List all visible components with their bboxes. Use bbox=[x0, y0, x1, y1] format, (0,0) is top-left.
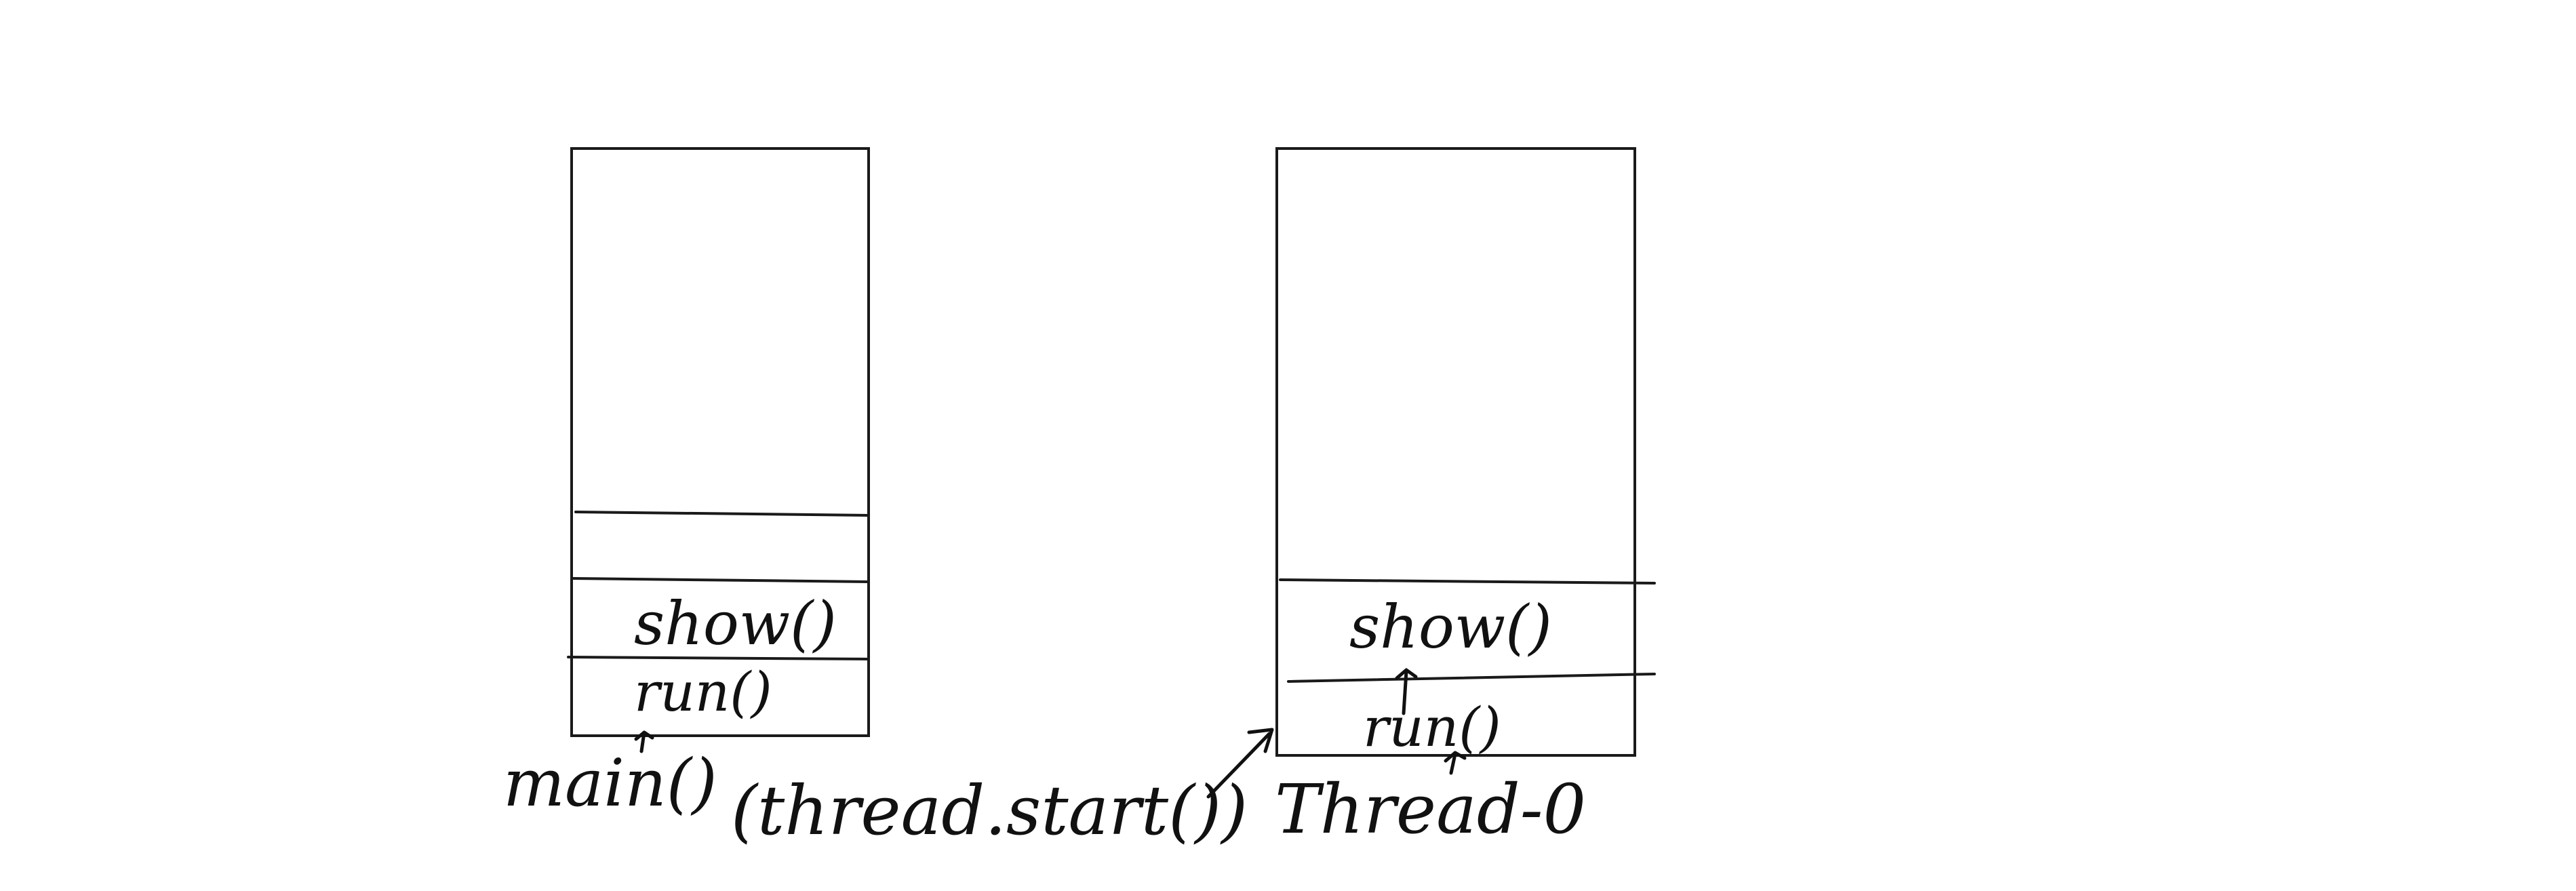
main-pointer-mark bbox=[634, 730, 654, 753]
main-frame-run: run() bbox=[634, 660, 772, 724]
thread0-stack-slot-divider bbox=[1279, 578, 1656, 585]
main-stack-slot-divider bbox=[567, 656, 870, 660]
start-arrow bbox=[1206, 732, 1271, 799]
thread0-stack-slot-divider bbox=[1287, 673, 1656, 683]
main-frame-show: show() bbox=[634, 589, 837, 658]
thread0-frame-run: run() bbox=[1363, 696, 1501, 759]
thread0-stack: show() run() bbox=[1275, 147, 1656, 775]
main-stack-slot-divider bbox=[570, 577, 870, 583]
thread0-stack-box bbox=[1275, 147, 1636, 757]
main-stack-label: main() bbox=[503, 745, 717, 821]
main-stack-slot-divider bbox=[574, 511, 870, 517]
thread0-frame-show: show() bbox=[1349, 592, 1552, 662]
thread0-pointer-run bbox=[1444, 751, 1467, 775]
thread0-stack-label: Thread-0 bbox=[1275, 770, 1586, 849]
thread-start-annotation: (thread.start()) bbox=[731, 771, 1248, 850]
main-stack: show() run() bbox=[567, 147, 870, 753]
main-stack-box bbox=[570, 147, 870, 737]
thread0-pointer-up bbox=[1395, 668, 1418, 715]
start-arrowhead bbox=[1247, 728, 1274, 753]
